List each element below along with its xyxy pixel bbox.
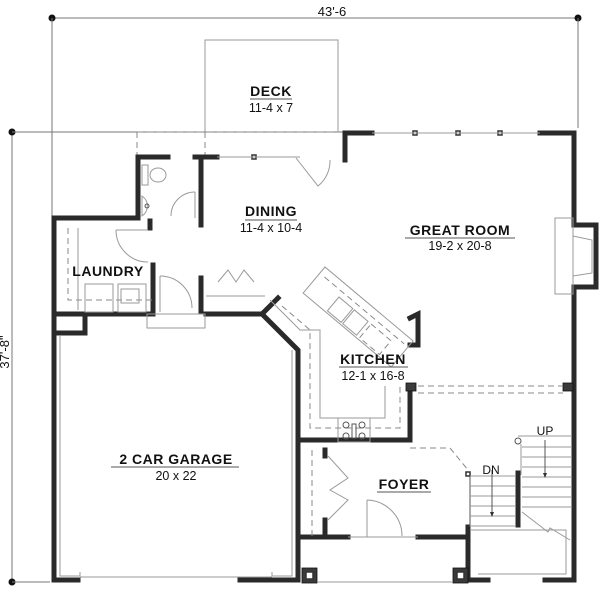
room-foyer: FOYER (377, 476, 431, 493)
doors (115, 157, 418, 538)
room-name-garage: 2 CAR GARAGE (119, 451, 232, 467)
width-dimension-label: 43'-6 (318, 4, 347, 19)
room-name-dining: DINING (245, 203, 297, 219)
deck-outline (136, 39, 339, 155)
room-kitchen: KITCHEN 12-1 x 16-8 (339, 351, 408, 383)
room-name-kitchen: KITCHEN (340, 351, 406, 367)
fixtures (59, 164, 593, 578)
room-size-great-room: 19-2 x 20-8 (428, 239, 491, 253)
exterior-walls (51, 130, 599, 583)
room-size-kitchen: 12-1 x 16-8 (341, 369, 404, 383)
room-size-deck: 11-4 x 7 (249, 101, 293, 115)
room-name-laundry: LAUNDRY (72, 263, 144, 279)
room-garage: 2 CAR GARAGE 20 x 22 (111, 451, 239, 483)
room-name-foyer: FOYER (379, 476, 430, 492)
room-great-room: GREAT ROOM 19-2 x 20-8 (405, 222, 515, 253)
depth-dimension-label: 37'-8" (0, 335, 12, 369)
room-dining: DINING 11-4 x 10-4 (240, 203, 302, 235)
deck-posts (217, 130, 540, 160)
room-laundry: LAUNDRY (72, 263, 144, 279)
stairs-up-label: UP (537, 424, 554, 438)
stairs-down-label: DN (482, 463, 499, 477)
room-name-deck: DECK (250, 83, 292, 99)
staircase: DN UP (469, 424, 572, 575)
room-size-dining: 11-4 x 10-4 (240, 221, 302, 235)
room-size-garage: 20 x 22 (155, 469, 196, 483)
room-name-great-room: GREAT ROOM (410, 222, 510, 238)
porch-posts (301, 567, 469, 584)
room-deck: DECK 11-4 x 7 (249, 83, 293, 115)
